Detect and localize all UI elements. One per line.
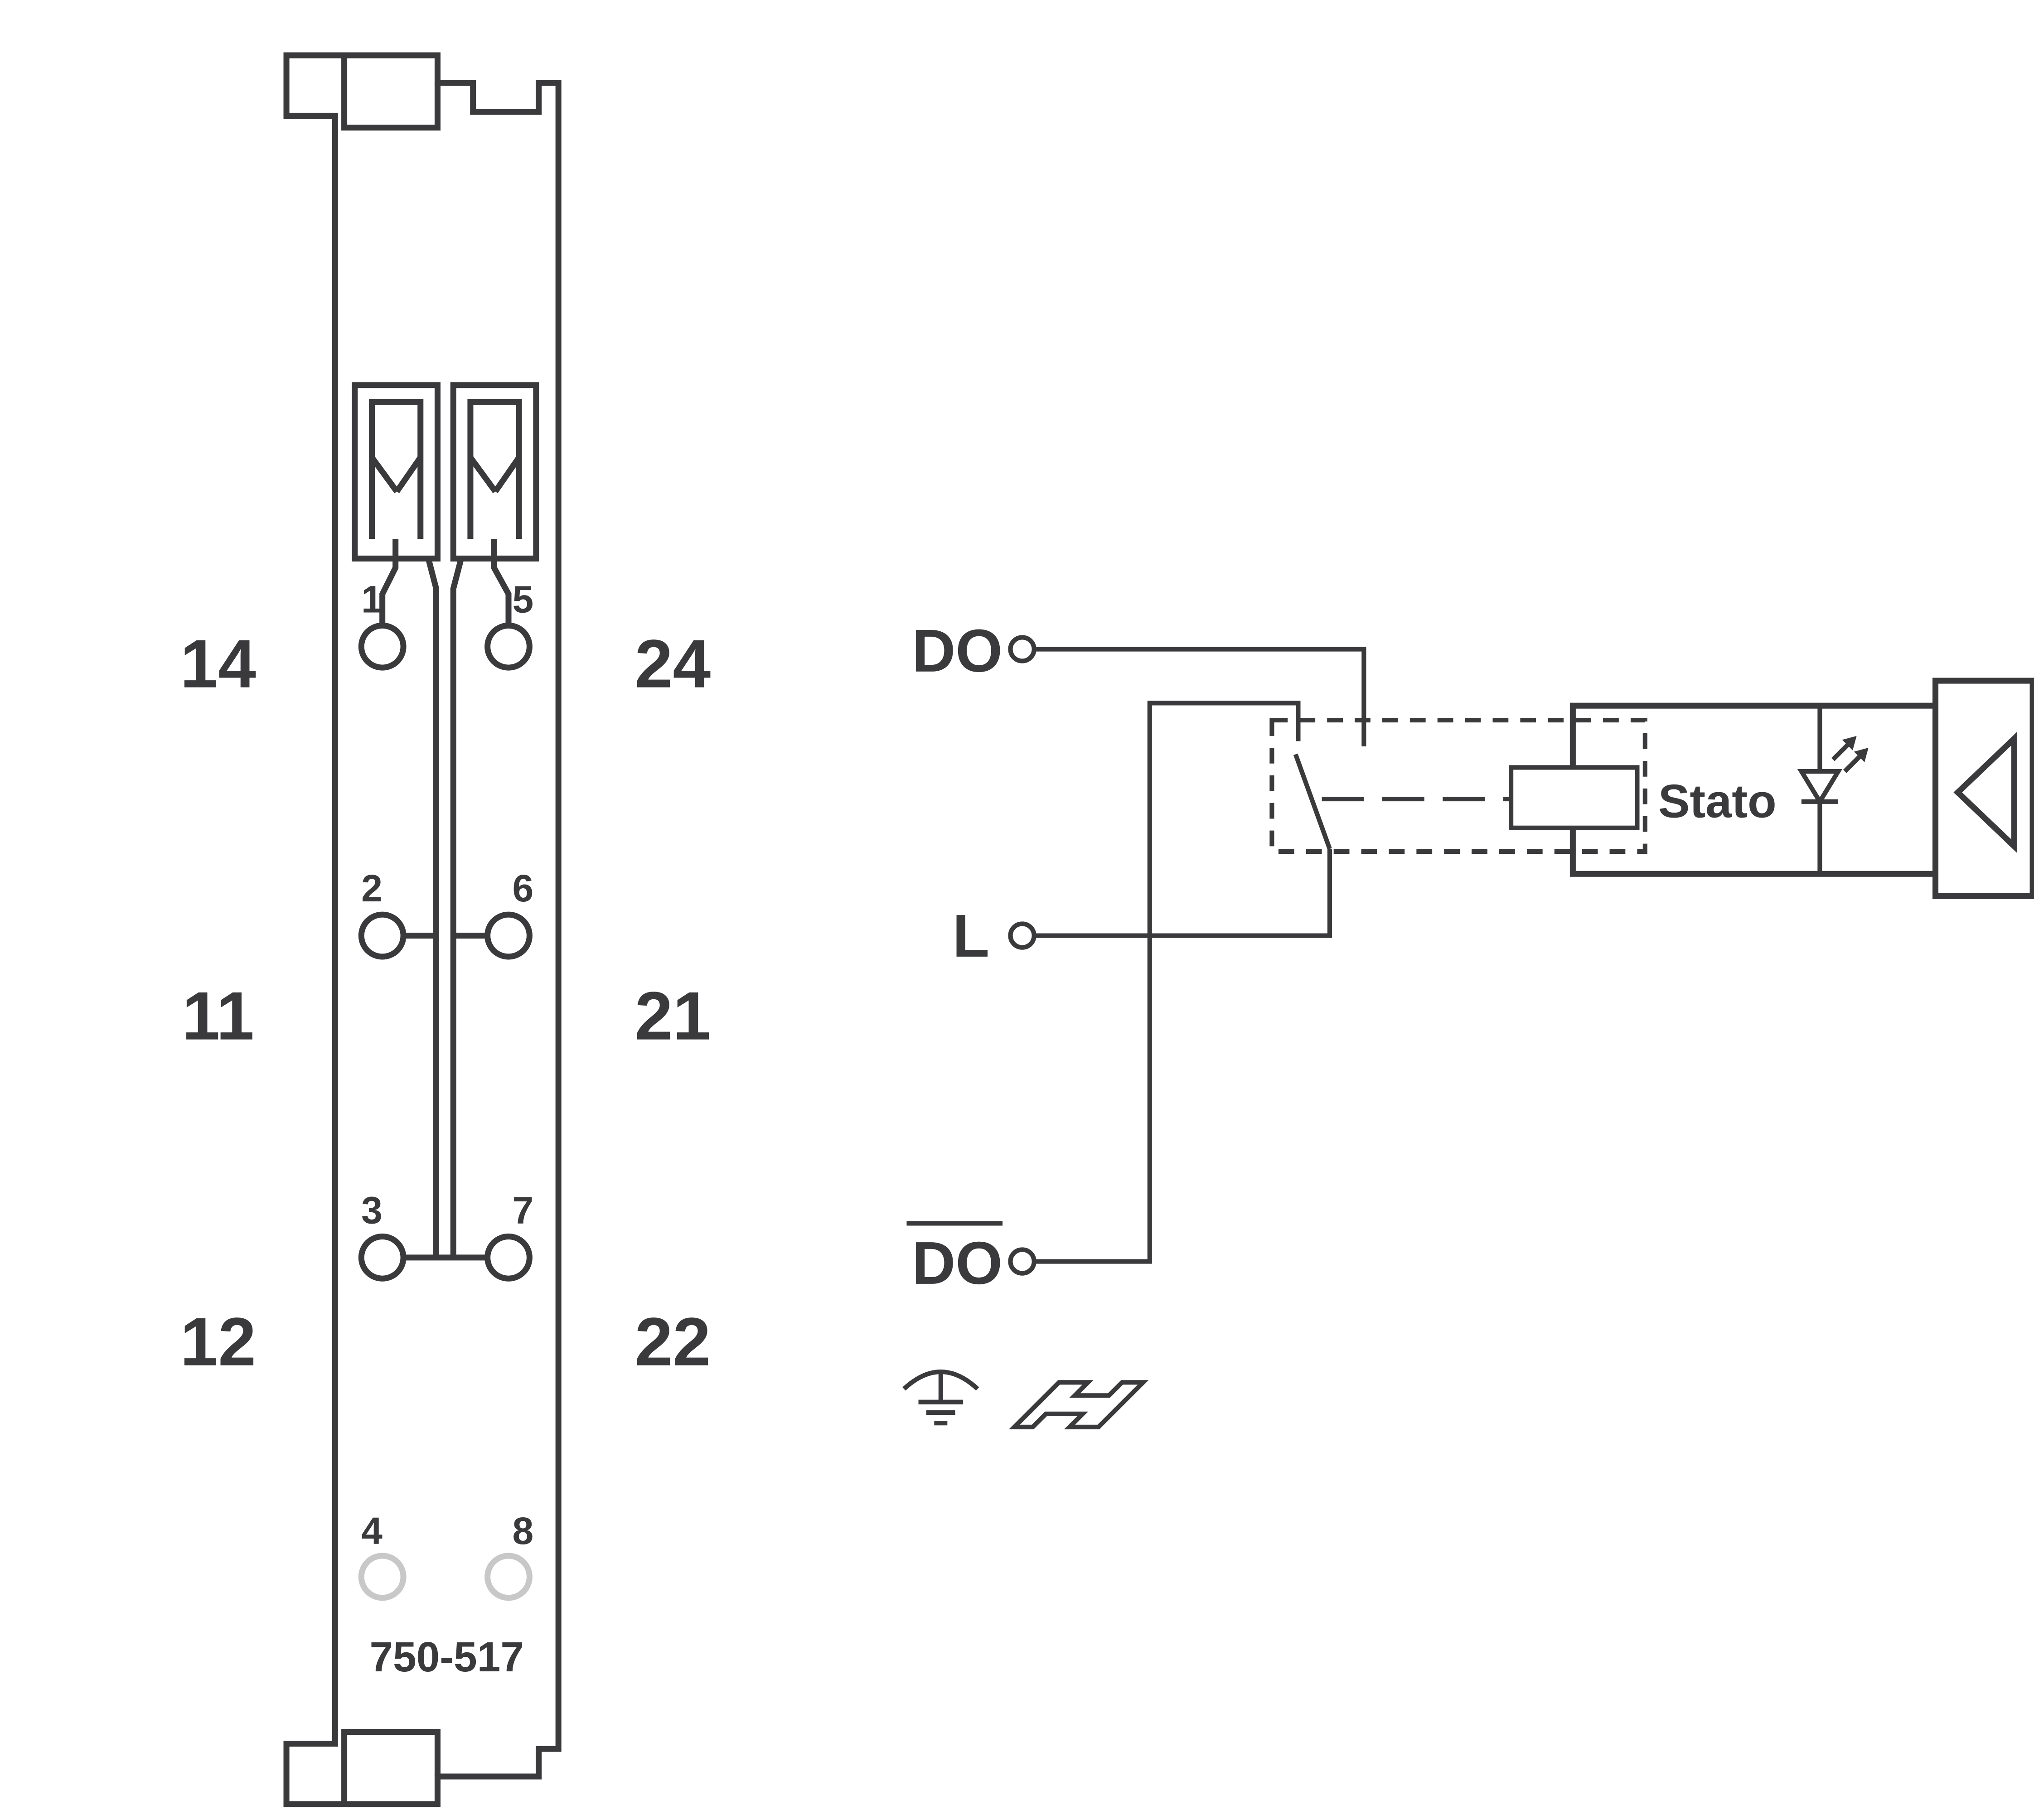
- pin-number: 4: [361, 1510, 383, 1552]
- din-rail-profile: [1008, 1380, 1149, 1429]
- din-rail-icon: [1008, 1380, 1149, 1429]
- relay-coil: [1509, 765, 1640, 830]
- terminal-label-24: 24: [635, 626, 711, 702]
- terminal-label-22: 22: [635, 1304, 711, 1380]
- do-inverted-label: DO: [912, 1229, 1002, 1297]
- relay-contact-blade: [1293, 753, 1332, 850]
- led-arrow-head: [1842, 736, 1857, 750]
- wire-trace-middle-left: [425, 557, 440, 1258]
- wire-trace-pin1: [379, 538, 399, 626]
- pin-number: 8: [513, 1510, 534, 1552]
- wire-trace-middle-right: [450, 557, 464, 1258]
- cage-clamp-inner-right: [467, 399, 522, 539]
- do-wire: [1034, 647, 1366, 747]
- terminal-contact-8: [484, 1553, 533, 1601]
- do-inverted-wire: [1034, 701, 1301, 1264]
- pin-number: 1: [361, 578, 383, 620]
- pin-number: 3: [361, 1189, 383, 1231]
- led-arrow-head: [1854, 747, 1869, 762]
- l-label: L: [953, 902, 989, 970]
- module-outline: [283, 52, 562, 1807]
- terminal-contact-1: [358, 622, 407, 671]
- terminal-contact-5: [484, 622, 533, 671]
- terminal-label-14: 14: [180, 626, 256, 702]
- terminal-label-21: 21: [635, 978, 711, 1054]
- do-terminal-icon: [1008, 635, 1036, 663]
- l-terminal-icon: [1008, 921, 1036, 950]
- wire-trace-pin5: [491, 538, 512, 626]
- module-side-view: 1 5 2 6 3 7 4 8 14 24 11 21 12 22 750-51…: [180, 52, 711, 1807]
- terminal-contact-4: [358, 1553, 407, 1601]
- terminal-contact-3: [358, 1233, 407, 1282]
- pin-number: 5: [513, 578, 534, 620]
- terminal-label-12: 12: [180, 1304, 256, 1380]
- schematic: DO L DO Stato: [902, 617, 2034, 1429]
- module-top-notch: [341, 55, 441, 131]
- led-diode: [1797, 769, 1843, 806]
- module-bottom-notch: [341, 1728, 441, 1804]
- do-inverted-terminal-icon: [1008, 1247, 1036, 1276]
- left-triangle-icon: [1953, 731, 2018, 853]
- cage-clamp-icon: [352, 382, 441, 561]
- terminal-contact-2: [358, 911, 407, 960]
- pin-number: 2: [361, 867, 383, 910]
- functional-earth-icon: [902, 1370, 979, 1426]
- terminal-label-11: 11: [182, 978, 254, 1054]
- model-number: 750-517: [370, 1633, 524, 1680]
- terminal-contact-6: [484, 911, 533, 960]
- pin-number: 6: [513, 867, 534, 910]
- l-wire: [1034, 849, 1332, 938]
- led-icon: [1797, 706, 1869, 874]
- relay-boundary: [1269, 717, 1647, 854]
- terminal-contact-7: [484, 1233, 533, 1282]
- do-label: DO: [912, 617, 1002, 685]
- pin-number: 7: [513, 1189, 534, 1231]
- status-label: Stato: [1658, 775, 1777, 828]
- cage-clamp-inner-left: [368, 399, 424, 539]
- cage-clamp-icon: [450, 382, 539, 561]
